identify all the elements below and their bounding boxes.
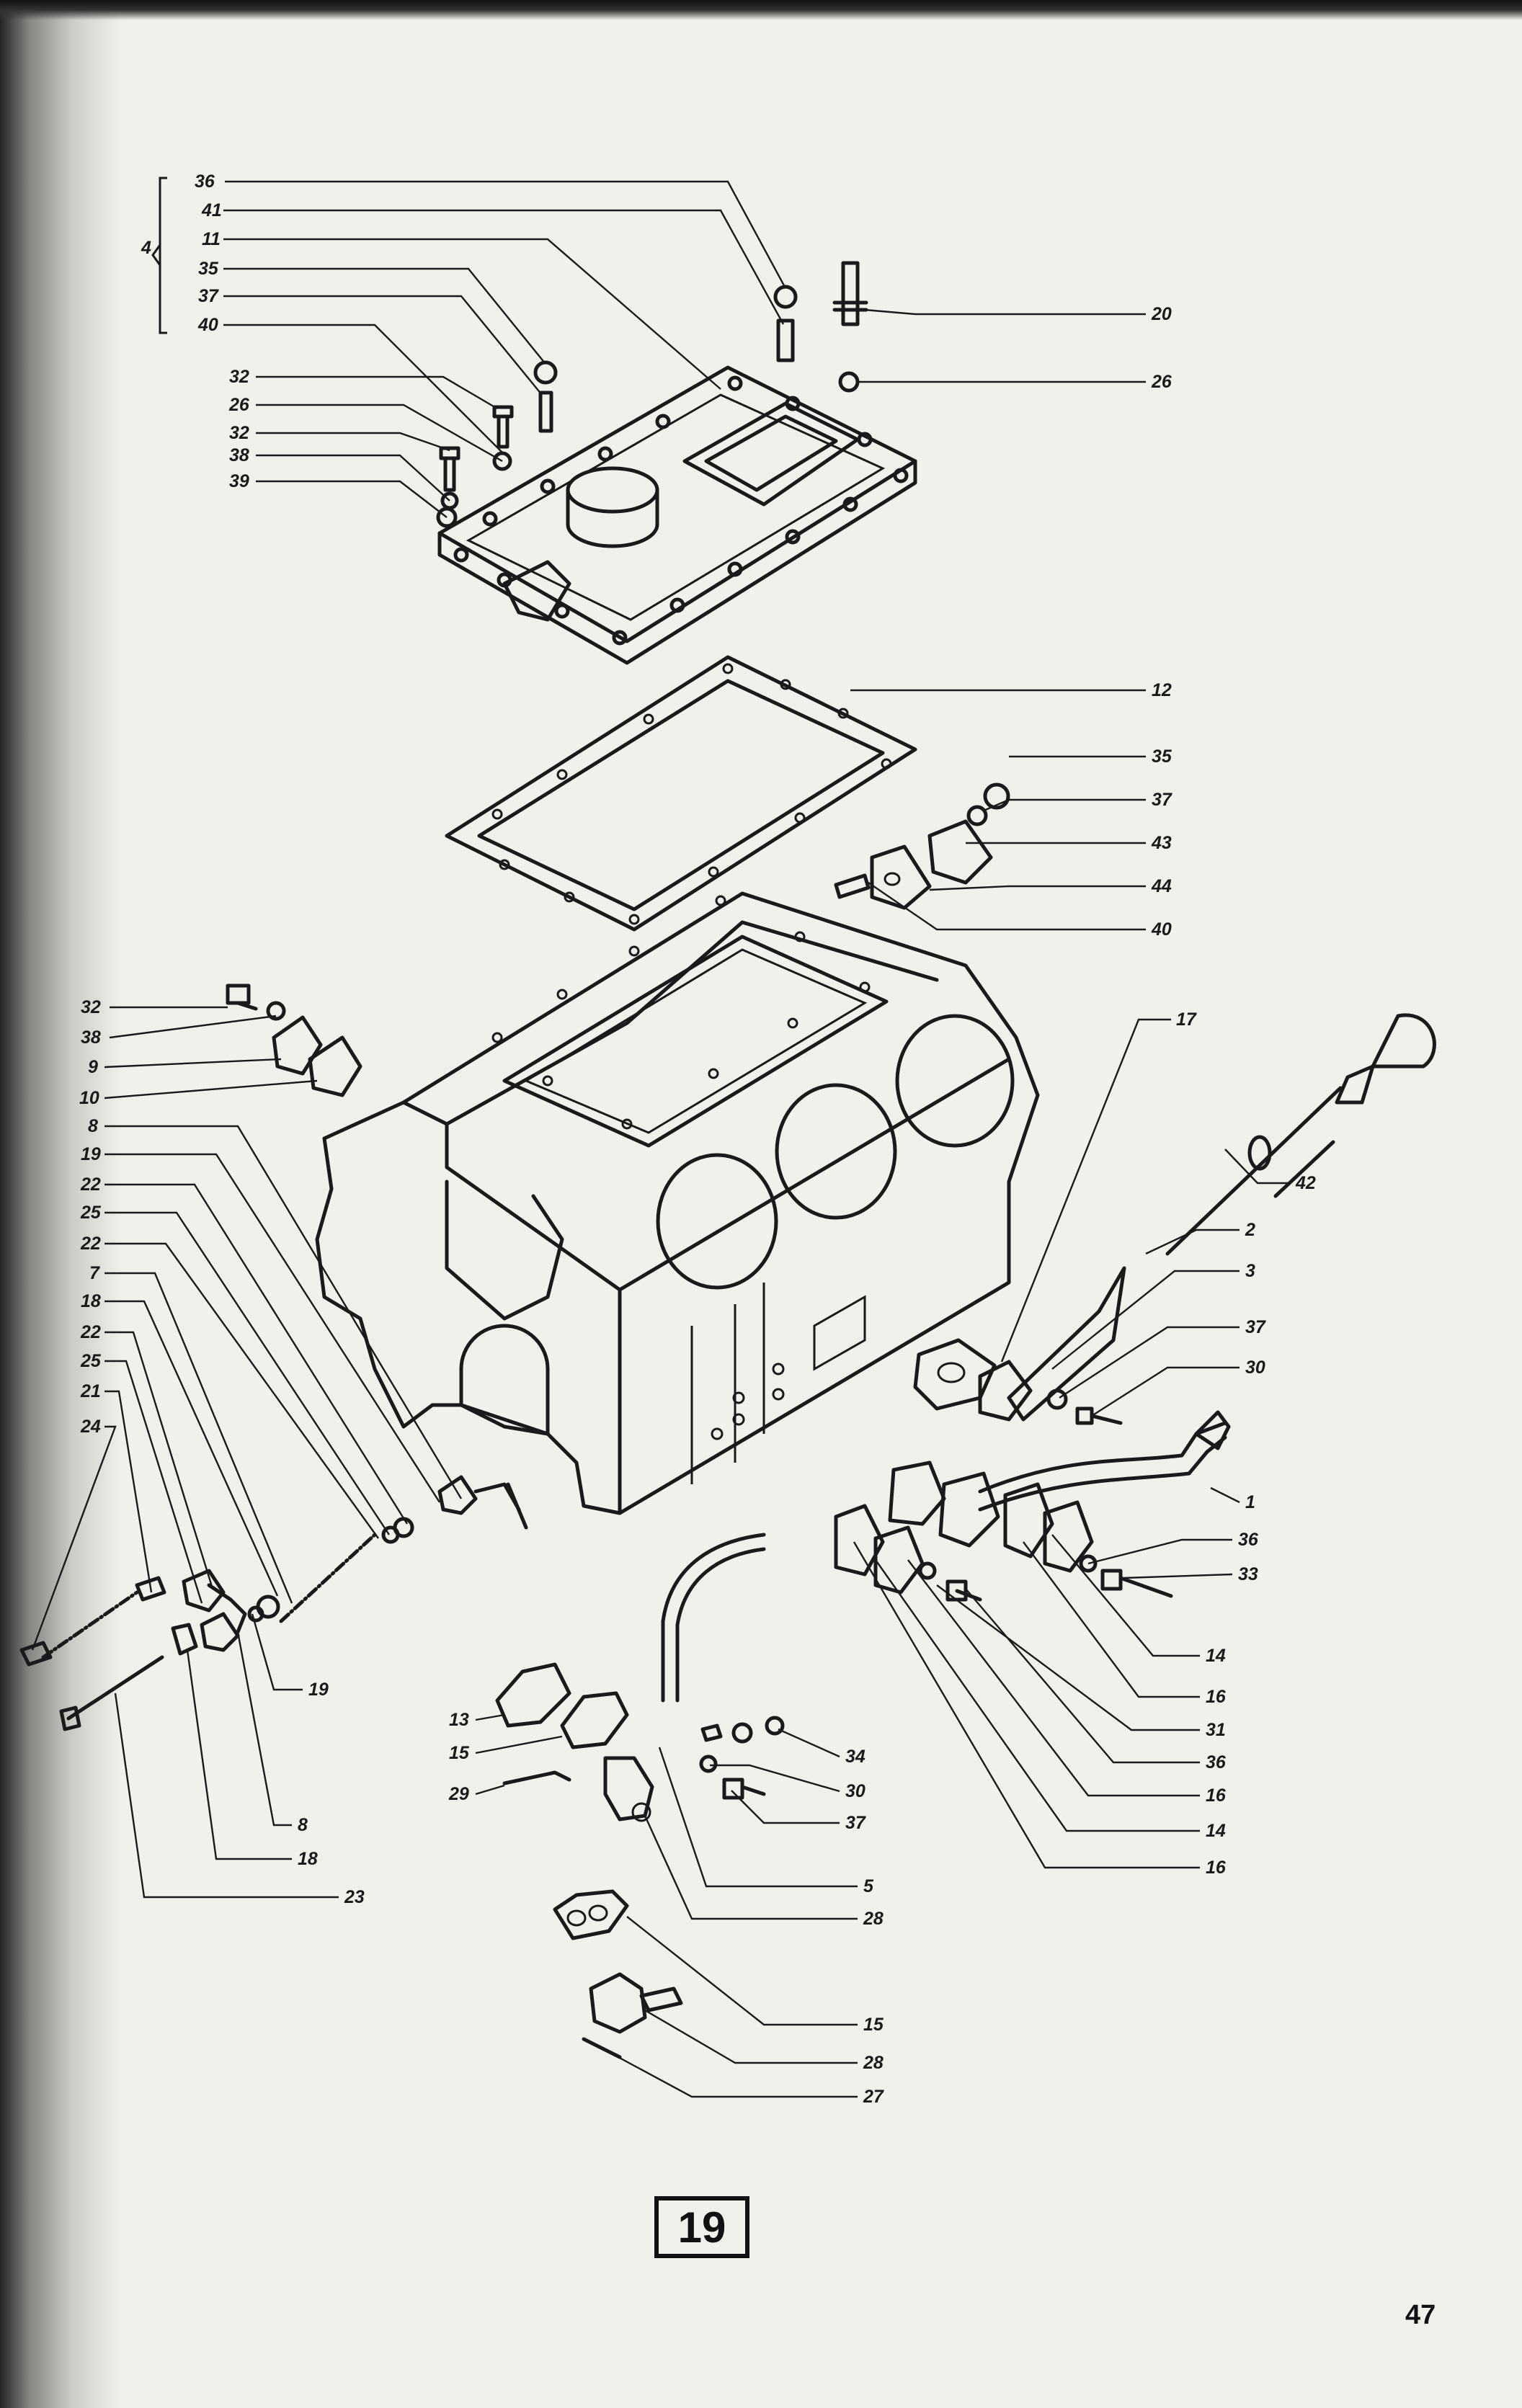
callout-29: 29 — [448, 1784, 469, 1804]
callout-32b: 32 — [229, 423, 249, 443]
callout-13: 13 — [449, 1710, 469, 1730]
callout-34: 34 — [845, 1747, 865, 1767]
callout-labels: 36 41 11 35 37 40 32 26 32 38 39 20 26 1… — [79, 171, 1316, 2107]
callout-19b: 19 — [308, 1680, 329, 1700]
callout-9: 9 — [88, 1057, 98, 1077]
callout-16b: 16 — [1206, 1785, 1227, 1806]
callout-42: 42 — [1295, 1173, 1316, 1193]
figure-number-box: 19 — [654, 2196, 749, 2258]
callout-14b: 14 — [1206, 1821, 1226, 1841]
callout-36a: 36 — [195, 171, 215, 192]
callout-37c: 37 — [1245, 1317, 1266, 1337]
callout-16c: 16 — [1206, 1858, 1227, 1878]
callout-10: 10 — [79, 1088, 99, 1108]
callout-19a: 19 — [81, 1144, 101, 1164]
callout-22c: 22 — [80, 1322, 101, 1342]
left-cover-group — [226, 984, 362, 1097]
callout-27: 27 — [863, 2087, 884, 2107]
callout-23: 23 — [344, 1887, 365, 1907]
callout-11: 11 — [202, 229, 221, 249]
callout-32a: 32 — [229, 367, 249, 387]
callout-37d: 37 — [845, 1813, 866, 1833]
callout-16a: 16 — [1206, 1687, 1227, 1707]
callout-21: 21 — [80, 1381, 101, 1401]
callout-2: 2 — [1245, 1220, 1255, 1240]
callout-40a: 40 — [197, 315, 218, 335]
callout-37a: 37 — [198, 286, 219, 306]
callout-38a: 38 — [229, 445, 249, 465]
callout-36c: 36 — [1206, 1752, 1227, 1772]
callout-28b: 28 — [863, 2053, 884, 2073]
page-number: 47 — [1405, 2300, 1436, 2330]
callout-32c: 32 — [81, 997, 101, 1017]
figure-number: 19 — [677, 2203, 726, 2252]
callout-30b: 30 — [845, 1781, 865, 1801]
left-fittings-group — [19, 1475, 528, 1731]
callout-26a: 26 — [228, 395, 250, 415]
callout-3: 3 — [1245, 1261, 1255, 1281]
callout-20: 20 — [1151, 304, 1172, 324]
callout-44: 44 — [1151, 876, 1172, 896]
bottom-fittings-group — [495, 1533, 785, 2059]
callout-22a: 22 — [80, 1174, 101, 1195]
callout-17: 17 — [1176, 1009, 1197, 1030]
scan-shadow-left — [0, 0, 123, 2408]
callout-38b: 38 — [81, 1027, 101, 1048]
callout-31: 31 — [1206, 1720, 1226, 1740]
callout-5: 5 — [863, 1876, 874, 1896]
callout-36b: 36 — [1238, 1530, 1259, 1550]
group-label: 4 — [141, 238, 151, 258]
callout-37b: 37 — [1152, 790, 1172, 810]
callout-41: 41 — [201, 200, 222, 220]
group-bracket — [151, 177, 167, 334]
callout-40b: 40 — [1151, 919, 1172, 940]
callout-8a: 8 — [88, 1116, 98, 1136]
callout-43: 43 — [1151, 833, 1172, 853]
callout-28a: 28 — [863, 1909, 884, 1929]
scan-shadow-top — [0, 0, 1522, 20]
top-hardware — [436, 261, 868, 528]
callout-35a: 35 — [198, 259, 219, 279]
callout-39: 39 — [229, 471, 249, 491]
callout-33: 33 — [1238, 1564, 1258, 1584]
right-cover-group — [834, 782, 1010, 910]
crankcase-block — [315, 891, 1040, 1515]
callout-35b: 35 — [1152, 746, 1172, 767]
callout-14a: 14 — [1206, 1646, 1226, 1666]
callout-18b: 18 — [298, 1849, 318, 1869]
top-cover-part — [437, 365, 917, 665]
oil-pipe-assembly — [834, 1410, 1231, 1602]
callout-25a: 25 — [80, 1203, 102, 1223]
callout-24: 24 — [80, 1417, 101, 1437]
callout-15b: 15 — [863, 2015, 884, 2035]
callout-7: 7 — [89, 1263, 100, 1283]
dipstick-assembly — [913, 1013, 1436, 1425]
callout-1: 1 — [1245, 1492, 1255, 1512]
callout-18a: 18 — [81, 1291, 101, 1311]
callout-26b: 26 — [1151, 372, 1172, 392]
callout-8b: 8 — [298, 1815, 308, 1835]
leader-lines — [31, 180, 1290, 2098]
callout-15a: 15 — [449, 1743, 470, 1763]
callout-25b: 25 — [80, 1351, 102, 1371]
callout-30a: 30 — [1245, 1357, 1265, 1378]
callout-12: 12 — [1152, 680, 1172, 700]
callout-22b: 22 — [80, 1234, 101, 1254]
gasket-part — [445, 655, 917, 932]
